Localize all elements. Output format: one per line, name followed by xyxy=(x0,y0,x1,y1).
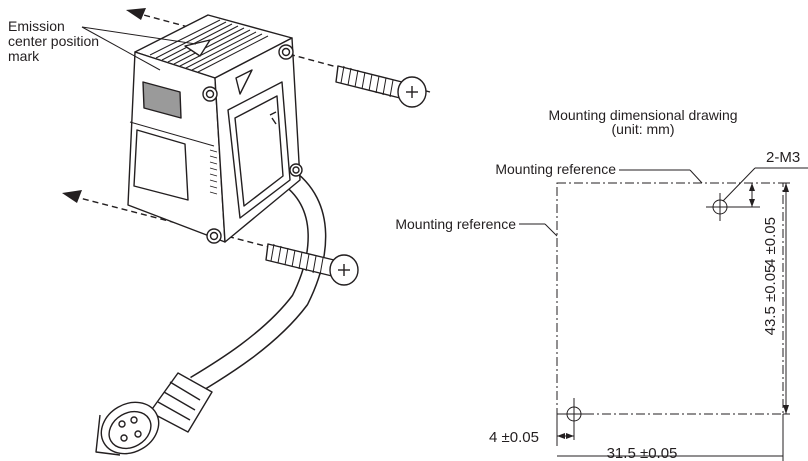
dim-total-vertical-lines xyxy=(783,182,790,415)
emission-label-line2: center position xyxy=(8,33,99,49)
dim-hole-vertical-lines xyxy=(727,183,760,208)
sensor-illustration xyxy=(62,8,431,456)
drawing-title-line2: (unit: mm) xyxy=(612,121,675,137)
emission-label-line3: mark xyxy=(8,48,40,64)
emission-label-line1: Emission xyxy=(8,18,65,34)
hole-spec-label: 2-M3 xyxy=(766,149,800,166)
emission-label-leaders xyxy=(81,26,197,71)
mounting-outline xyxy=(556,182,784,415)
mounting-screw-bottom-icon xyxy=(265,243,359,286)
dim-total-vertical-label: 43.5 ±0.05 xyxy=(762,265,779,336)
mounting-reference-left-leader xyxy=(519,223,558,237)
mounting-reference-top-leader xyxy=(619,169,703,184)
mounting-screw-top-icon xyxy=(335,65,427,108)
drawing-title-line1: Mounting dimensional drawing xyxy=(548,107,737,123)
dimensional-drawing xyxy=(519,167,808,461)
dim-total-horizontal-lines xyxy=(557,414,784,461)
dim-total-horizontal-label: 31.5 ±0.05 xyxy=(607,445,678,461)
hole-spec-leader xyxy=(722,167,808,202)
emission-mark-icon xyxy=(184,39,211,57)
mounting-hole-lower-icon xyxy=(560,398,588,440)
mounting-reference-top-label: Mounting reference xyxy=(495,161,616,177)
mounting-reference-left-label: Mounting reference xyxy=(395,216,516,232)
cable-connector xyxy=(95,372,213,456)
dim-hole-horizontal-label: 4 ±0.05 xyxy=(489,429,539,446)
dim-hole-horizontal-lines xyxy=(556,414,574,446)
dim-hole-vertical-label: 4 ±0.05 xyxy=(762,217,779,267)
